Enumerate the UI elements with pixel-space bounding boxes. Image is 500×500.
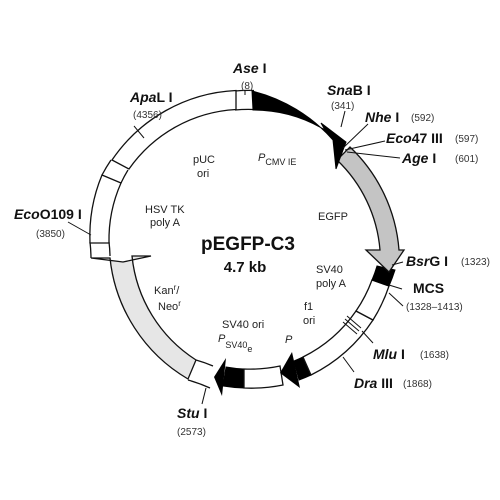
site-mlu-pos: (1638): [420, 350, 449, 361]
site-bsrg-label: BsrG I: [406, 253, 448, 269]
pcmv-label: PCMV IE: [258, 152, 296, 167]
f1-ori-label-1: f1: [304, 301, 313, 313]
site-eco109-pos: (3850): [36, 229, 65, 240]
sv40-ori-segment: [243, 365, 284, 389]
mcs-range: (1328–1413): [406, 302, 463, 313]
site-nhe-label: Nhe I: [365, 109, 399, 125]
site-ase-label: Ase I: [232, 60, 266, 76]
site-eco47-label: Eco47 III: [386, 130, 443, 146]
site-age-label: Age I: [401, 150, 436, 166]
f1-ori-hatch: [342, 315, 362, 335]
kan-neo-arrow: [90, 255, 197, 380]
hsv-tk-label-2: poly A: [150, 217, 181, 229]
egfp-arrow: [336, 146, 406, 273]
site-eco47-pos: (597): [455, 134, 478, 145]
hsv-tk-polya-segment: [89, 174, 122, 244]
sv40-polya-label-2: poly A: [316, 278, 347, 290]
psv40-label: PSV40e: [218, 333, 252, 354]
site-snab-label: SnaB I: [327, 82, 371, 98]
psv40-arrowhead: [214, 358, 226, 396]
site-ase-pos: (8): [241, 81, 253, 92]
psv40-promoter: [222, 366, 245, 389]
site-stu-label: Stu I: [177, 405, 207, 421]
p-f1-label: P: [285, 334, 293, 346]
puc-ori-segment: [111, 89, 237, 170]
leader-lines: [67, 90, 404, 405]
site-age-pos: (601): [455, 154, 478, 165]
sv40-polya-segment: [355, 279, 390, 321]
site-dra-pos: (1868): [403, 379, 432, 390]
p-f1-arrow: [293, 356, 312, 381]
site-snab-pos: (341): [331, 101, 354, 112]
site-nhe-pos: (592): [411, 113, 434, 124]
plasmid-name: pEGFP-C3: [201, 234, 295, 255]
f1-ori-label-2: ori: [303, 315, 315, 327]
site-stu-pos: (2573): [177, 427, 206, 438]
egfp-label: EGFP: [318, 211, 348, 223]
p-f1-arrowhead: [280, 352, 300, 388]
hsv-tk-label-1: HSV TK: [145, 204, 185, 216]
pcmv-ie-arrow: [251, 90, 347, 170]
plasmid-size: 4.7 kb: [224, 259, 267, 276]
sv40-polya-label-1: SV40: [316, 264, 343, 276]
puc-ori-label-1: pUC: [193, 154, 215, 166]
site-mlu-label: Mlu I: [373, 346, 405, 362]
site-eco109-label: EcoO109 I: [14, 206, 82, 222]
site-apal-label: ApaL I: [129, 89, 173, 105]
mcs-label: MCS: [413, 280, 444, 296]
puc-ori-label-2: ori: [197, 168, 209, 180]
sv40-ori-label: SV40 ori: [222, 319, 264, 331]
kan-neo-label-1: Kanr/: [154, 283, 180, 297]
site-bsrg-pos: (1323): [461, 257, 490, 268]
site-apal-pos: (4356): [133, 110, 162, 121]
kan-neo-label-2: Neor: [158, 299, 181, 313]
site-dra-label: Dra III: [354, 375, 393, 391]
